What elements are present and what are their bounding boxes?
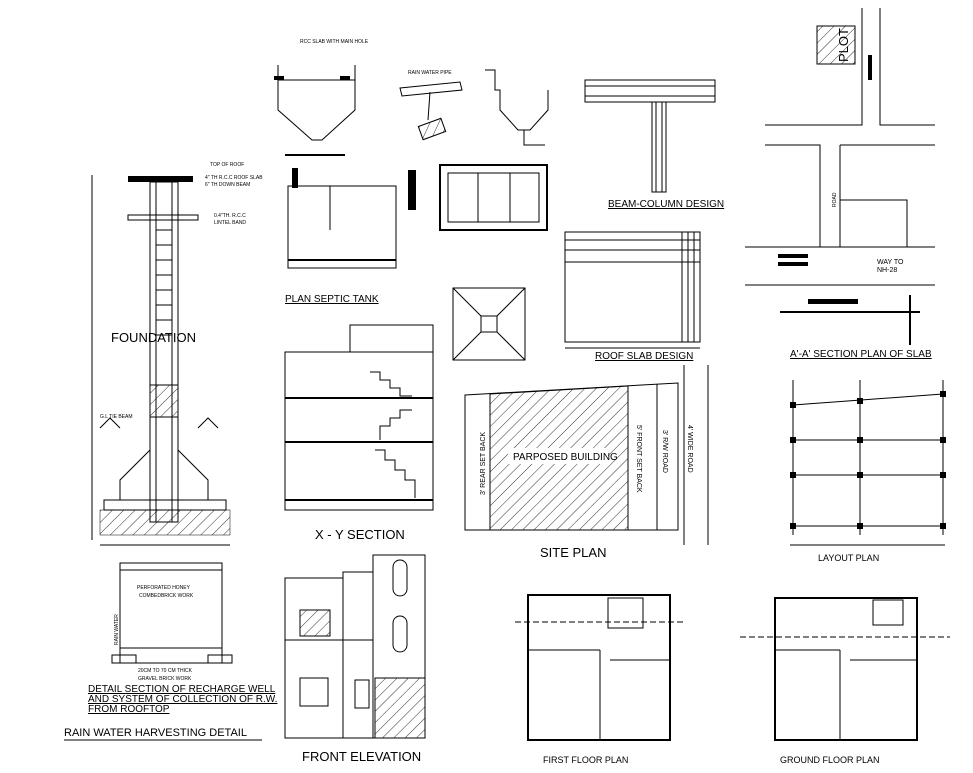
first-floor-plan: FIRST FLOOR PLAN [515, 594, 685, 765]
recharge-note-3: FROM ROOFTOP [88, 704, 170, 715]
perforated-note-2: COMBEDBRICK WORK [139, 593, 194, 599]
first-floor-plan-title: FIRST FLOOR PLAN [543, 755, 628, 765]
roof-slab-note: 4" TH R.C.C ROOF SLAB [205, 175, 263, 181]
gravel-note-1: 20CM TO 70 CM THICK [138, 668, 193, 674]
aa-section-title: A'-A' SECTION PLAN OF SLAB [790, 349, 932, 360]
gravel-note-2: GRAVEL BRICK WORK [138, 676, 192, 682]
beam-note: 6" TH DOWN BEAM [205, 182, 250, 188]
beam-column-design: BEAM-COLUMN DESIGN [584, 79, 724, 210]
rain-water-pipe-note: RAIN WATER PIPE [408, 70, 452, 76]
plan-septic-tank: PLAN SEPTIC TANK [285, 168, 416, 305]
site-plan-title: SITE PLAN [540, 545, 606, 560]
foundation-title: FOUNDATION [111, 330, 196, 345]
aa-section-plan: A'-A' SECTION PLAN OF SLAB [780, 295, 932, 360]
beam-column-title: BEAM-COLUMN DESIGN [608, 199, 724, 210]
roof-slab-design: ROOF SLAB DESIGN [564, 231, 701, 362]
plan-septic-tank-title: PLAN SEPTIC TANK [285, 294, 379, 305]
proposed-building-label: PARPOSED BUILDING [513, 452, 618, 463]
location-map: PLOT ROAD WAY TO NH-28 [745, 8, 935, 286]
lintel-band-note: LINTEL BAND [214, 220, 246, 226]
wide-road-label: 4' WIDE ROAD [686, 425, 693, 473]
way-to-label: WAY TO [877, 259, 904, 266]
roof-slab-title: ROOF SLAB DESIGN [595, 351, 693, 362]
rain-water-harvesting-detail: PERFORATED HONEY COMBEDBRICK WORK RAIN W… [64, 562, 277, 741]
foundation-section: TOP OF ROOF 4" TH R.C.C ROOF SLAB 6" TH … [91, 162, 263, 546]
layout-plan: LAYOUT PLAN [790, 380, 946, 563]
road-label: ROAD [832, 192, 838, 207]
xy-section: X - Y SECTION [284, 324, 434, 542]
front-elevation-title: FRONT ELEVATION [302, 749, 421, 764]
rwh-detail-title: RAIN WATER HARVESTING DETAIL [64, 727, 247, 739]
rear-setback-label: 3' REAR SET BACK [480, 432, 487, 495]
tie-beam-note: G.L TIE BEAM [100, 414, 133, 420]
tank-plan-view [439, 164, 548, 361]
septic-tank-section: RCC SLAB WITH MAIN HOLE RAIN WATER PIPE [274, 39, 549, 156]
ground-floor-plan-title: GROUND FLOOR PLAN [780, 755, 880, 765]
perforated-note-1: PERFORATED HONEY [137, 585, 191, 591]
nh-label: NH-28 [877, 267, 897, 274]
recharge-note-2: AND SYSTEM OF COLLECTION OF R.W. [88, 694, 277, 705]
xy-section-title: X - Y SECTION [315, 527, 405, 542]
site-plan: PARPOSED BUILDING 3' REAR SET BACK 5' FR… [464, 365, 709, 560]
ground-floor-plan: GROUND FLOOR PLAN [740, 597, 950, 765]
front-elevation: FRONT ELEVATION [284, 554, 426, 764]
front-setback-label: 5' FRONT SET BACK [635, 425, 642, 493]
plot-label: PLOT [836, 28, 851, 62]
recharge-note-1: DETAIL SECTION OF RECHARGE WELL [88, 684, 276, 695]
top-of-roof-note: TOP OF ROOF [210, 162, 244, 168]
rain-water-label: RAIN WATER [114, 614, 120, 645]
lintel-note: 0.4"TH. R.C.C [214, 213, 246, 219]
rcc-slab-note: RCC SLAB WITH MAIN HOLE [300, 39, 369, 45]
layout-plan-title: LAYOUT PLAN [818, 553, 879, 563]
rw-road-label: 3' R/W ROAD [661, 430, 668, 473]
